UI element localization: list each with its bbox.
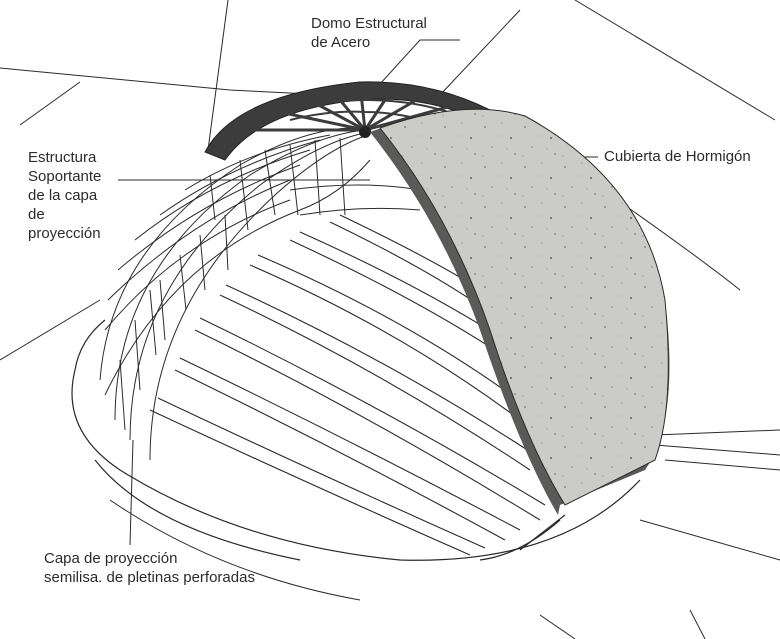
concrete-shell [370, 108, 670, 515]
label-steel-dome: Domo Estructural de Acero [311, 14, 427, 52]
projection-layer [149, 214, 546, 556]
label-support-structure-line-2: Soportante [28, 168, 102, 185]
label-support-structure-line-5: proyección [28, 225, 101, 242]
label-projection-layer: Capa de proyección semilisa. de pletinas… [44, 549, 255, 587]
label-steel-dome-line-2: de Acero [311, 34, 371, 51]
label-concrete-shell-line-1: Cubierta de Hormigón [604, 148, 751, 165]
label-projection-layer-line-1: Capa de proyección [44, 550, 178, 567]
leader-lines [118, 39, 598, 546]
support-structure [99, 127, 421, 461]
label-concrete-shell: Cubierta de Hormigón [604, 147, 751, 166]
label-support-structure: Estructura Soportante de la capa de proy… [28, 148, 101, 243]
rim [479, 514, 566, 561]
label-projection-layer-line-2: semilisa. de pletinas perforadas [44, 569, 255, 586]
label-support-structure-line-1: Estructura [28, 149, 97, 166]
label-support-structure-line-4: de [28, 206, 45, 223]
label-support-structure-line-3: de la capa [28, 187, 98, 204]
base-ring [71, 319, 641, 561]
label-steel-dome-line-1: Domo Estructural [311, 15, 427, 32]
